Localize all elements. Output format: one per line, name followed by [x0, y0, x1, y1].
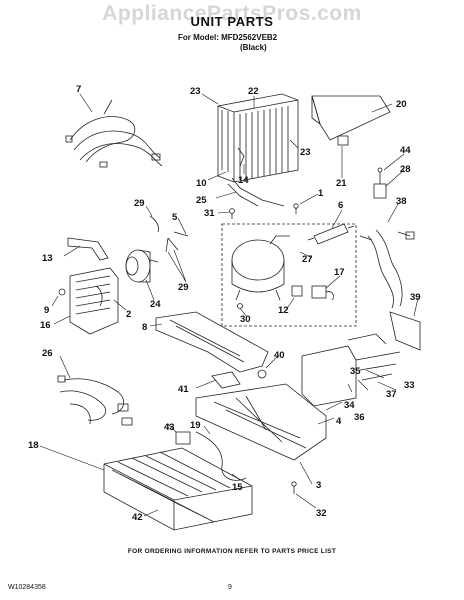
model-line: For Model: MFD2562VEB2 [178, 33, 278, 42]
callout-22: 22 [248, 86, 259, 97]
callout-39: 39 [410, 292, 421, 303]
callout-34: 34 [344, 400, 355, 411]
callout-41: 41 [178, 384, 189, 395]
fan-shroud [69, 267, 119, 335]
machine-compartment-base [195, 383, 327, 461]
callout-7: 7 [76, 84, 81, 95]
callout-10: 10 [196, 178, 207, 189]
condenser-bracket [311, 95, 391, 141]
overload-relay [311, 285, 334, 301]
condenser-tube [231, 177, 285, 207]
grommet [237, 303, 243, 309]
power-switch [373, 167, 387, 199]
callout-20: 20 [396, 99, 407, 110]
callout-31: 31 [204, 208, 215, 219]
screw [291, 481, 297, 494]
callout-38: 38 [396, 196, 407, 207]
callout-24: 24 [150, 299, 161, 310]
ordering-info-footer: FOR ORDERING INFORMATION REFER TO PARTS … [127, 548, 337, 555]
callout-12: 12 [278, 305, 289, 316]
callout-21: 21 [336, 178, 347, 189]
watermark: AppliancePartsPros.com [102, 2, 362, 25]
callout-4: 4 [336, 416, 342, 427]
callout-40: 40 [274, 350, 285, 361]
callout-2: 2 [126, 309, 131, 320]
nut [257, 369, 267, 379]
compressor [231, 235, 290, 301]
callout-28: 28 [400, 164, 411, 175]
callout-17: 17 [334, 267, 345, 278]
callout-13: 13 [42, 253, 53, 264]
screw [293, 203, 299, 214]
callout-32: 32 [316, 508, 327, 519]
screw [229, 208, 235, 219]
callout-33: 33 [404, 380, 415, 391]
callout-19: 19 [190, 420, 201, 431]
document-number: W10284358 [8, 584, 46, 591]
callout-42: 42 [132, 512, 143, 523]
compressor-kit-frame [221, 223, 357, 327]
callout-23: 23 [190, 86, 201, 97]
condenser-fan-motor [125, 249, 159, 283]
callout-8: 8 [142, 322, 147, 333]
callout-3: 3 [316, 480, 321, 491]
callout-16: 16 [40, 320, 51, 331]
page-title: UNIT PARTS [190, 14, 274, 29]
washer [58, 288, 66, 296]
start-relay [291, 285, 303, 297]
callout-6: 6 [338, 200, 343, 211]
callout-29: 29 [178, 282, 189, 293]
capillary-tube [195, 431, 247, 481]
callout-36: 36 [354, 412, 365, 423]
callout-18: 18 [28, 440, 39, 451]
callout-14: 14 [238, 175, 249, 186]
thermistor-block [175, 431, 191, 445]
callout-5: 5 [172, 212, 178, 223]
callout-43: 43 [164, 422, 175, 433]
callout-15: 15 [232, 482, 243, 493]
condenser-coil [217, 93, 299, 183]
callout-29: 29 [134, 198, 145, 209]
compressor-harness [359, 229, 415, 309]
gasket [67, 237, 109, 261]
wiring-harness-lower-left [57, 375, 133, 426]
callout-23: 23 [300, 147, 311, 158]
evaporator-pan [103, 447, 253, 531]
filter-drier [307, 223, 355, 245]
callout-26: 26 [42, 348, 53, 359]
electronics-bracket [389, 311, 421, 351]
tubing [149, 215, 159, 233]
tubing [173, 231, 189, 237]
callout-9: 9 [44, 305, 49, 316]
wiring-harness-top-left [65, 99, 163, 168]
control-box [301, 333, 401, 407]
callout-30: 30 [240, 314, 251, 325]
callout-44: 44 [400, 145, 411, 156]
color-line: (Black) [240, 43, 267, 52]
drain-pan [155, 311, 269, 373]
callout-1: 1 [318, 188, 324, 199]
callout-27: 27 [302, 254, 313, 265]
pan-bracket [211, 371, 241, 389]
page-number: 9 [228, 584, 232, 591]
callout-37: 37 [386, 389, 397, 400]
callout-35: 35 [350, 366, 361, 377]
callout-25: 25 [196, 195, 207, 206]
mounting-clip [337, 135, 349, 146]
drain-tube [237, 147, 245, 167]
